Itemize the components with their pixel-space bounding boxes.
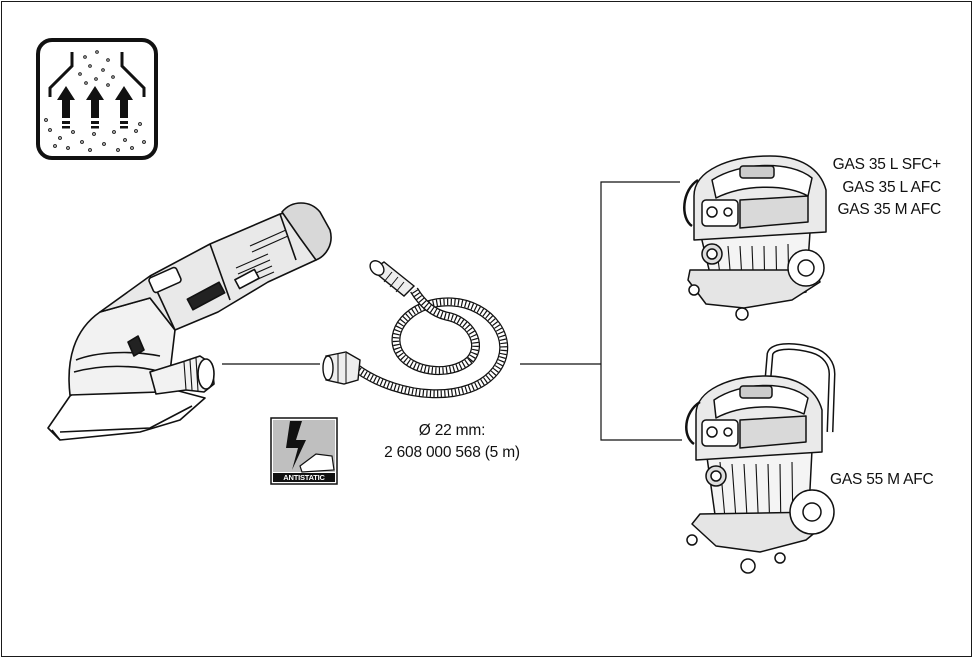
hose-icon bbox=[322, 260, 509, 399]
bracket-line bbox=[600, 181, 682, 441]
vacuum-model-label: GAS 35 L AFC bbox=[842, 178, 941, 196]
vacuum-model-label: GAS 35 L SFC+ bbox=[832, 156, 942, 173]
vacuum-large-model: GAS 55 M AFC bbox=[830, 471, 934, 488]
dust-extraction-icon bbox=[36, 38, 158, 160]
antistatic-icon bbox=[270, 417, 338, 485]
vacuum-small-models: GAS 35 L SFC+ GAS 35 L AFC GAS 35 M AFC bbox=[832, 155, 942, 223]
hose-diameter: Ø 22 mm: bbox=[418, 422, 486, 439]
antistatic-label: ANTISTATIC bbox=[283, 473, 325, 482]
vacuum-cleaner-small-icon bbox=[683, 155, 827, 321]
hose-spec: Ø 22 mm: 2 608 000 568 (5 m) bbox=[372, 421, 532, 465]
vacuum-model-label: GAS 35 M AFC bbox=[837, 201, 941, 218]
hose-part-number: 2 608 000 568 (5 m) bbox=[384, 444, 520, 461]
multi-sander-icon bbox=[47, 202, 332, 441]
vacuum-cleaner-large-icon bbox=[685, 343, 836, 574]
